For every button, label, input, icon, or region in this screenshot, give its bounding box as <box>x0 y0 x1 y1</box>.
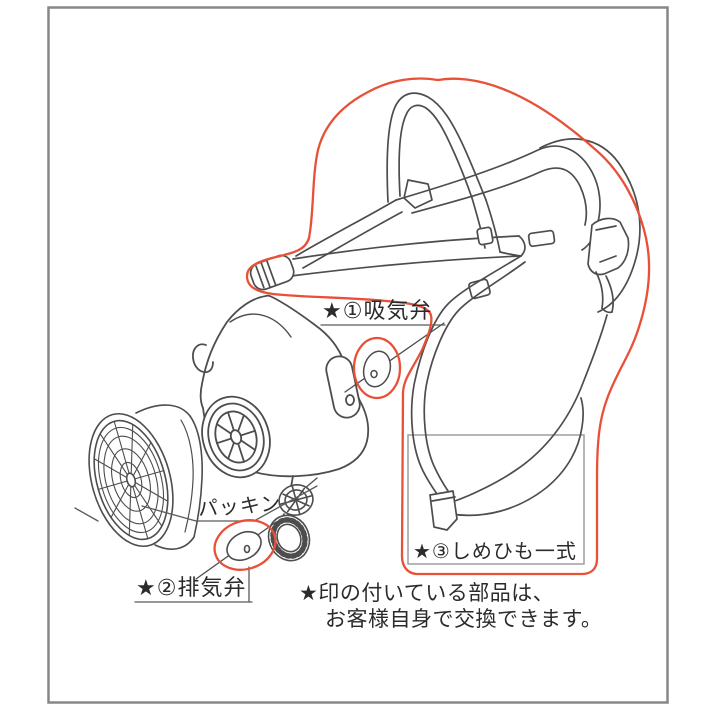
filter-front-face <box>88 412 174 548</box>
front-strap-end-cap <box>518 235 526 257</box>
lower-strap-left-edge2 <box>423 261 526 492</box>
crown-strap-inner <box>398 104 473 199</box>
packing-leader-left <box>141 505 197 522</box>
filter-cartridge-drawing <box>88 404 203 550</box>
lower-strap-left-edge1 <box>410 255 522 498</box>
exhalation-valve-assembly <box>195 477 318 580</box>
label-packing: パッキン <box>197 491 282 521</box>
strap-keeper-1 <box>476 226 494 246</box>
label-exhalation-valve: ★②排気弁 <box>136 576 246 601</box>
label-inhalation-valve: ★①吸気弁 <box>322 299 432 324</box>
filter-web-spokes <box>94 420 168 540</box>
valve-cover-ring <box>267 514 311 562</box>
back-band-bottom-edge <box>411 167 588 226</box>
filter-back-edge <box>189 415 203 538</box>
filter-back-edge-inner <box>180 419 194 533</box>
exhalation-valve-disc <box>226 530 262 562</box>
inhalation-valve-disc <box>362 350 392 388</box>
packing-leader-far-left <box>74 507 99 522</box>
mask-top-seam <box>229 313 292 338</box>
strap-junction-line <box>499 251 522 257</box>
label-strap-set: ★③しめひも一式 <box>413 539 577 563</box>
crown-leg-outer <box>485 199 501 253</box>
mask-inlet-port <box>201 395 271 479</box>
filter-body-top <box>135 404 191 417</box>
red-highlights <box>213 77 651 576</box>
strap-keeper-2 <box>527 229 556 248</box>
mask-left-knob <box>192 343 214 373</box>
mask-body-drawing <box>192 294 370 488</box>
mask-side-tab-hole <box>345 394 355 406</box>
lower-strap-right-edge1 <box>451 314 608 503</box>
crown-strap-outer <box>386 92 487 203</box>
exhalation-valve-red-circle <box>213 519 277 571</box>
note-line-1: ★印の付いている部品は、 <box>299 581 554 605</box>
head-harness-drawing <box>249 92 641 531</box>
upper-left-strap-edge2 <box>302 211 403 269</box>
strap-set-red-outline <box>245 77 651 576</box>
inhalation-valve-hole <box>370 369 378 379</box>
inhalation-valve-red-circle <box>352 336 402 400</box>
leader-lines <box>74 324 446 603</box>
strap-set-label-box <box>407 434 585 565</box>
lower-strap-right-edge2 <box>450 397 584 517</box>
exhalation-valve-hole <box>243 544 251 554</box>
strap-end-clip-line <box>431 496 456 502</box>
harness-buckle <box>587 217 630 314</box>
upper-left-strap-edge1 <box>295 199 397 257</box>
note-line-2: お客様自身で交換できます。 <box>325 607 602 631</box>
front-strap-bottom-edge <box>290 255 522 277</box>
filter-body-bottom <box>154 536 195 550</box>
strap-grip <box>249 254 295 291</box>
packing-leader-right <box>253 485 318 522</box>
